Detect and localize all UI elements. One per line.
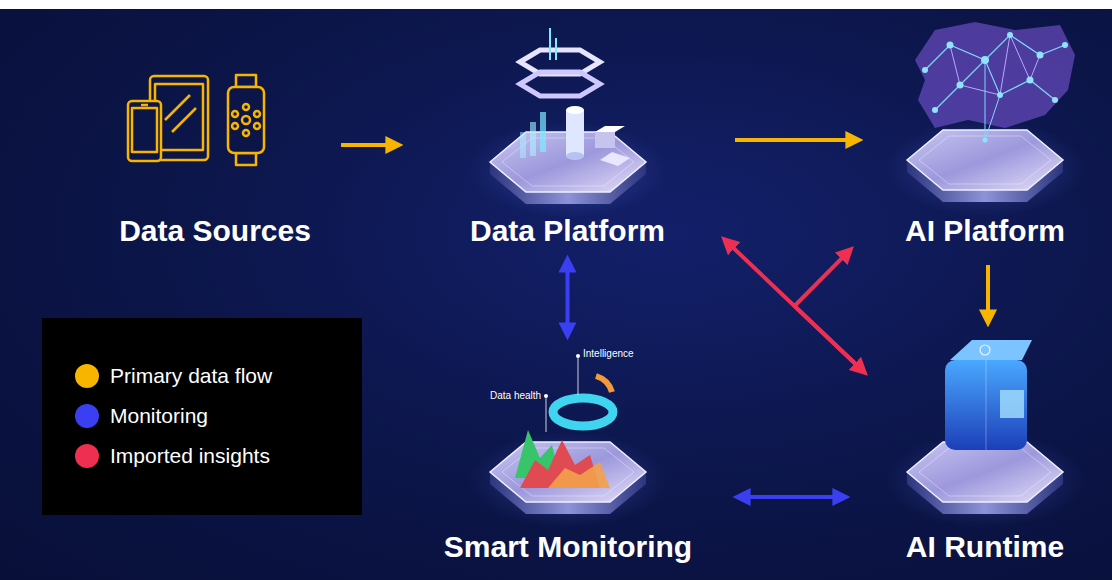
node-title: Smart Monitoring <box>423 529 713 565</box>
flow-arrow <box>986 265 990 322</box>
neural-network <box>915 22 1075 143</box>
legend-swatch <box>75 404 99 428</box>
platform-node: Smart Monitoring <box>423 340 713 575</box>
callout-label: Intelligence <box>583 348 634 360</box>
flow-arrow <box>795 250 865 372</box>
flow-arrow <box>566 260 570 335</box>
legend-row: Primary data flow <box>75 356 362 396</box>
legend-text: Imported insights <box>110 444 270 468</box>
node-title: Data Platform <box>420 213 715 249</box>
legend-swatch <box>75 364 99 388</box>
flow-arrow <box>725 240 864 372</box>
node-title: Data Sources <box>111 213 319 249</box>
legend-text: Monitoring <box>110 404 208 428</box>
runtime-cube <box>945 340 1032 450</box>
flow-arrow <box>738 495 845 499</box>
callout-label: Data health <box>490 390 541 402</box>
legend-swatch <box>75 444 99 468</box>
monitoring-chart <box>515 354 613 488</box>
platform-node: Data Sources <box>111 60 319 255</box>
legend-row: Imported insights <box>75 436 362 476</box>
platform-node: AI Platform <box>880 15 1090 255</box>
legend-row: Monitoring <box>75 396 362 436</box>
legend-box: Primary data flowMonitoringImported insi… <box>42 318 362 515</box>
platform-node: Data Platform <box>420 20 715 255</box>
flow-arrow <box>341 143 398 147</box>
device-icons <box>128 75 264 165</box>
node-title: AI Platform <box>880 213 1090 249</box>
node-title: AI Runtime <box>880 529 1090 565</box>
legend-text: Primary data flow <box>110 364 272 388</box>
flow-arrow <box>735 138 858 142</box>
platform-node: AI Runtime <box>880 330 1090 575</box>
data-stack <box>520 28 630 166</box>
top-margin <box>0 0 1112 9</box>
